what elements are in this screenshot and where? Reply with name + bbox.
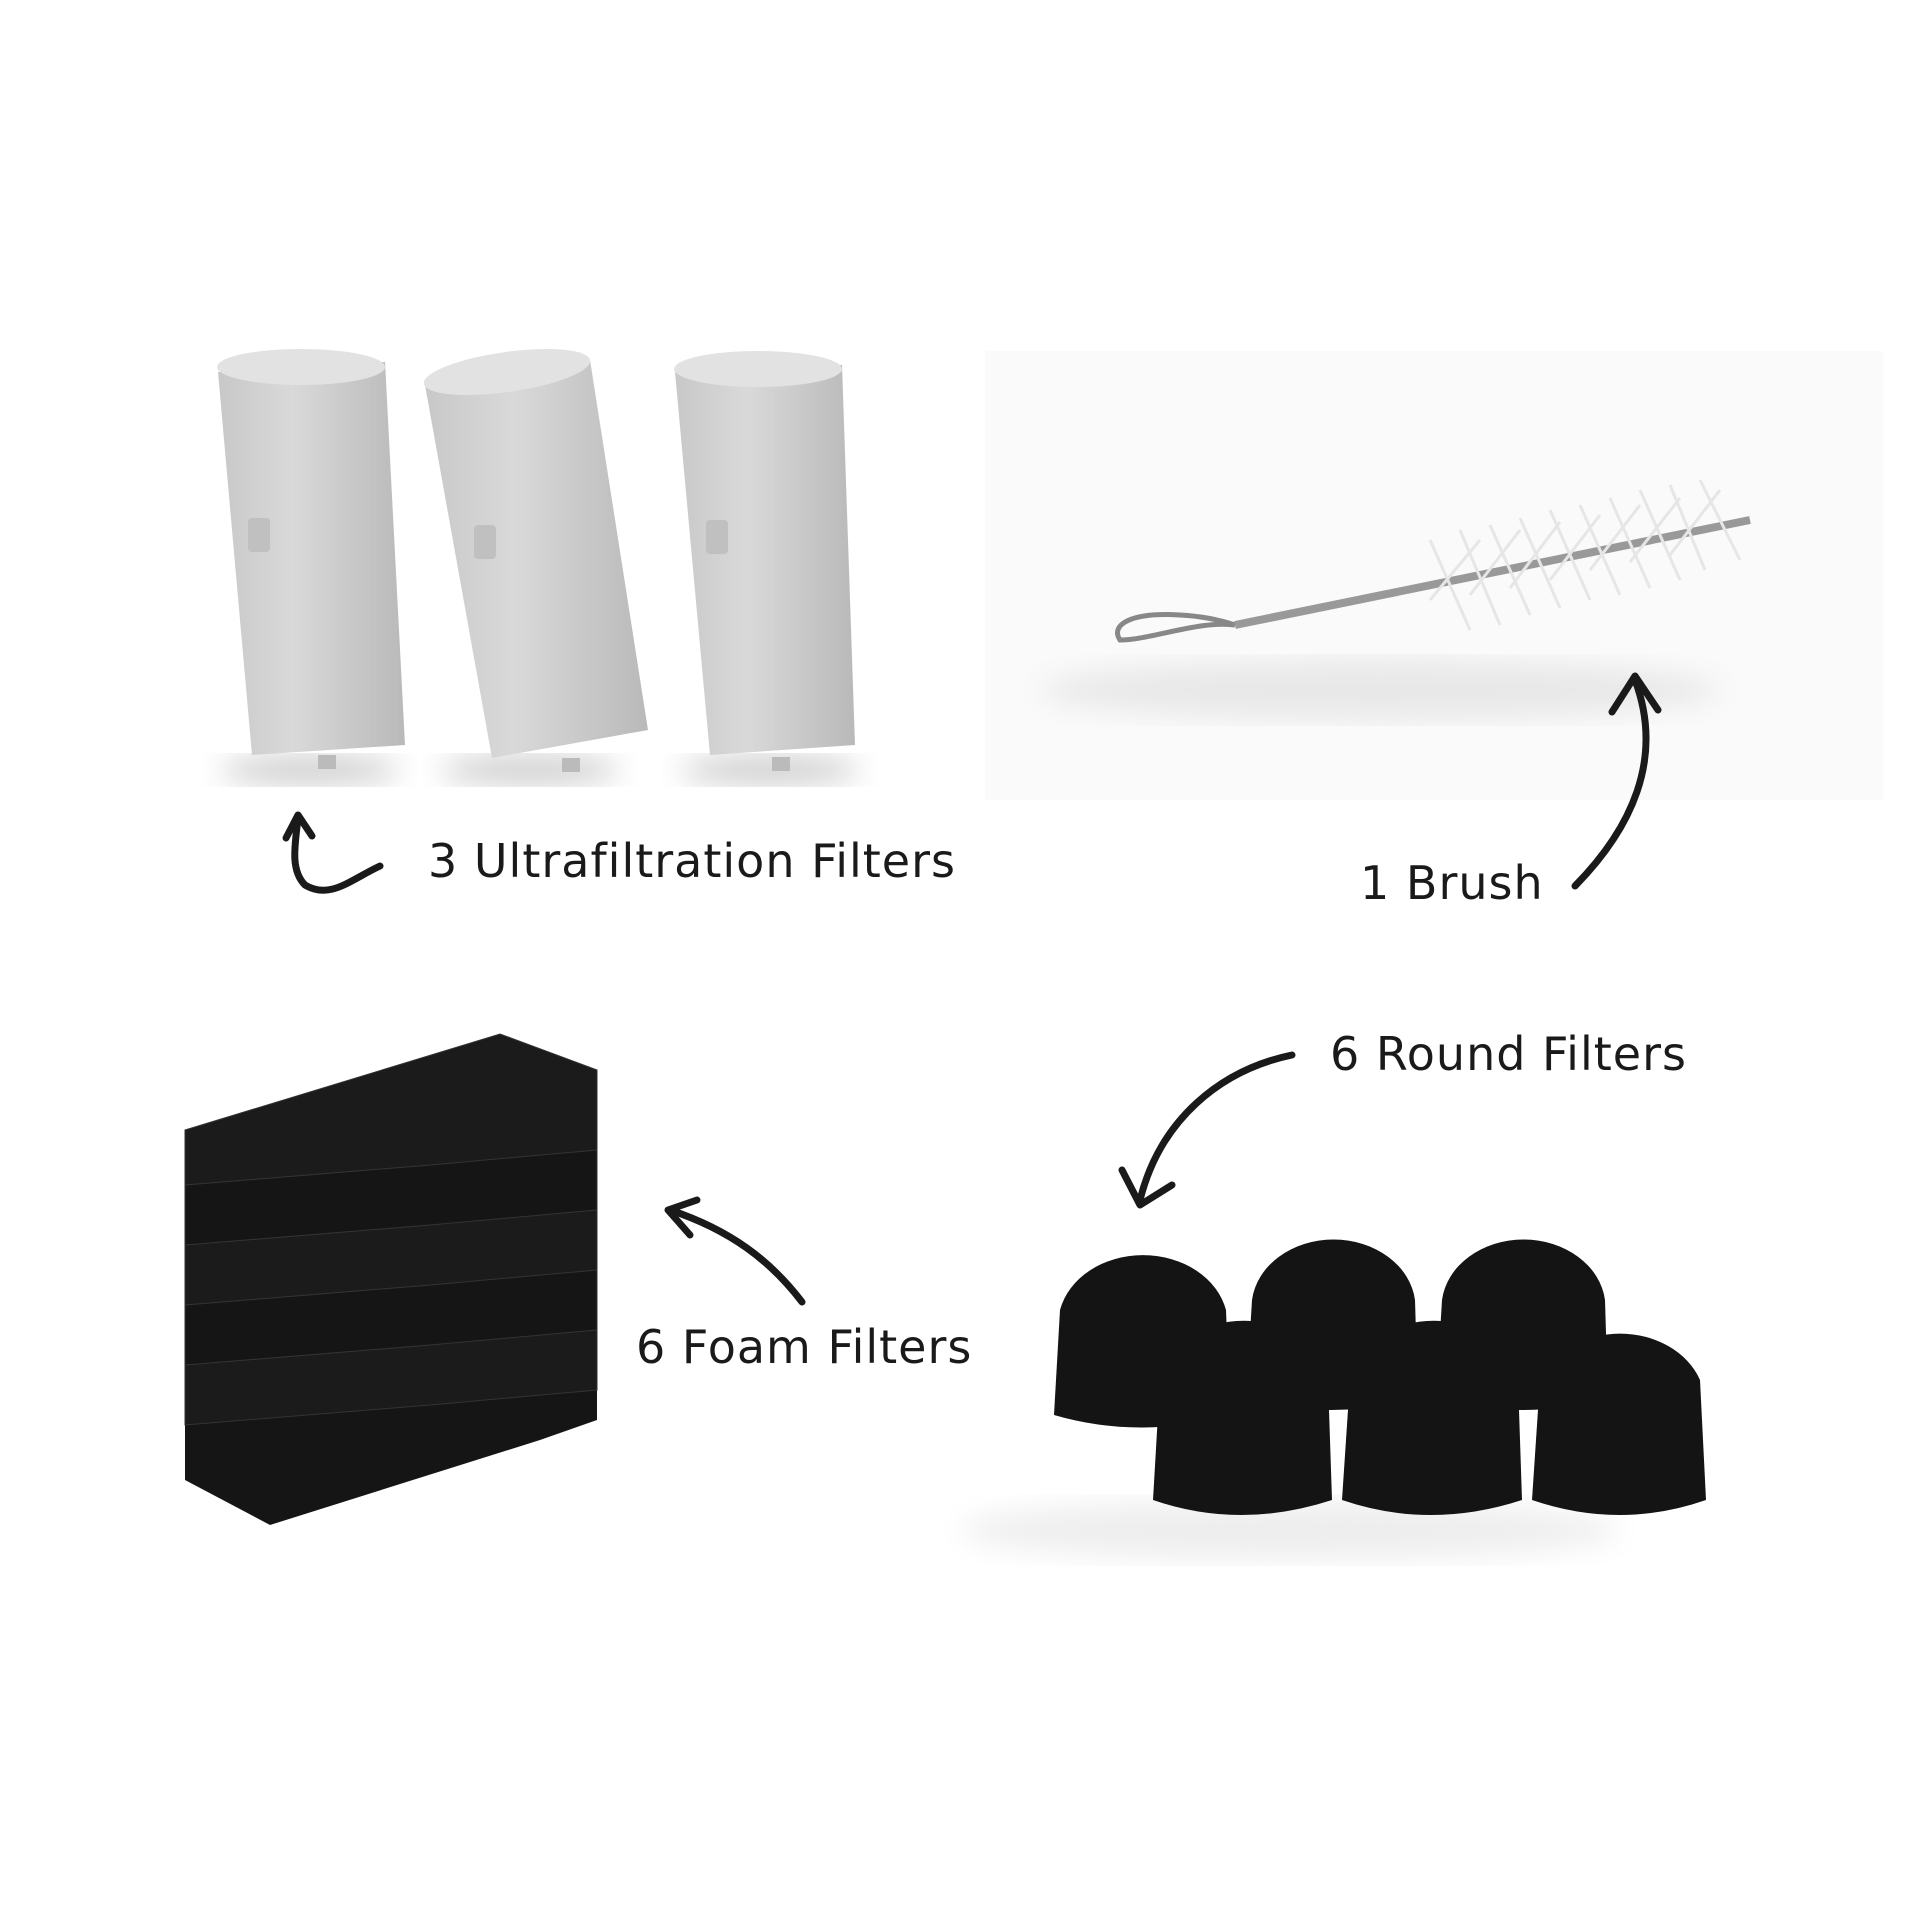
round-filters-label: 6 Round Filters — [1330, 1027, 1687, 1081]
round-filter — [1532, 1333, 1706, 1515]
round-filter — [1153, 1320, 1332, 1515]
foam-layer — [185, 1365, 597, 1525]
cylinder-filter — [423, 349, 648, 784]
cylinder-filter — [674, 351, 860, 784]
round-filter — [1342, 1320, 1522, 1515]
brush-label: 1 Brush — [1360, 856, 1544, 910]
foam-filters — [184, 1033, 598, 1525]
foam-layer — [184, 1033, 598, 1186]
cylinder-filter — [217, 349, 405, 784]
arrow-icon — [1571, 672, 1662, 890]
arrow-icon — [664, 1196, 806, 1306]
arrow-icon — [282, 811, 384, 894]
foam-filters-label: 6 Foam Filters — [636, 1320, 973, 1374]
ultrafiltration-filters — [217, 349, 860, 784]
ultrafiltration-filters-label: 3 Ultrafiltration Filters — [428, 834, 956, 888]
brush-panel — [985, 351, 1883, 800]
arrow-icon — [1118, 1051, 1296, 1209]
round-filters — [960, 1239, 1706, 1560]
cleaning-brush — [1040, 479, 1751, 720]
